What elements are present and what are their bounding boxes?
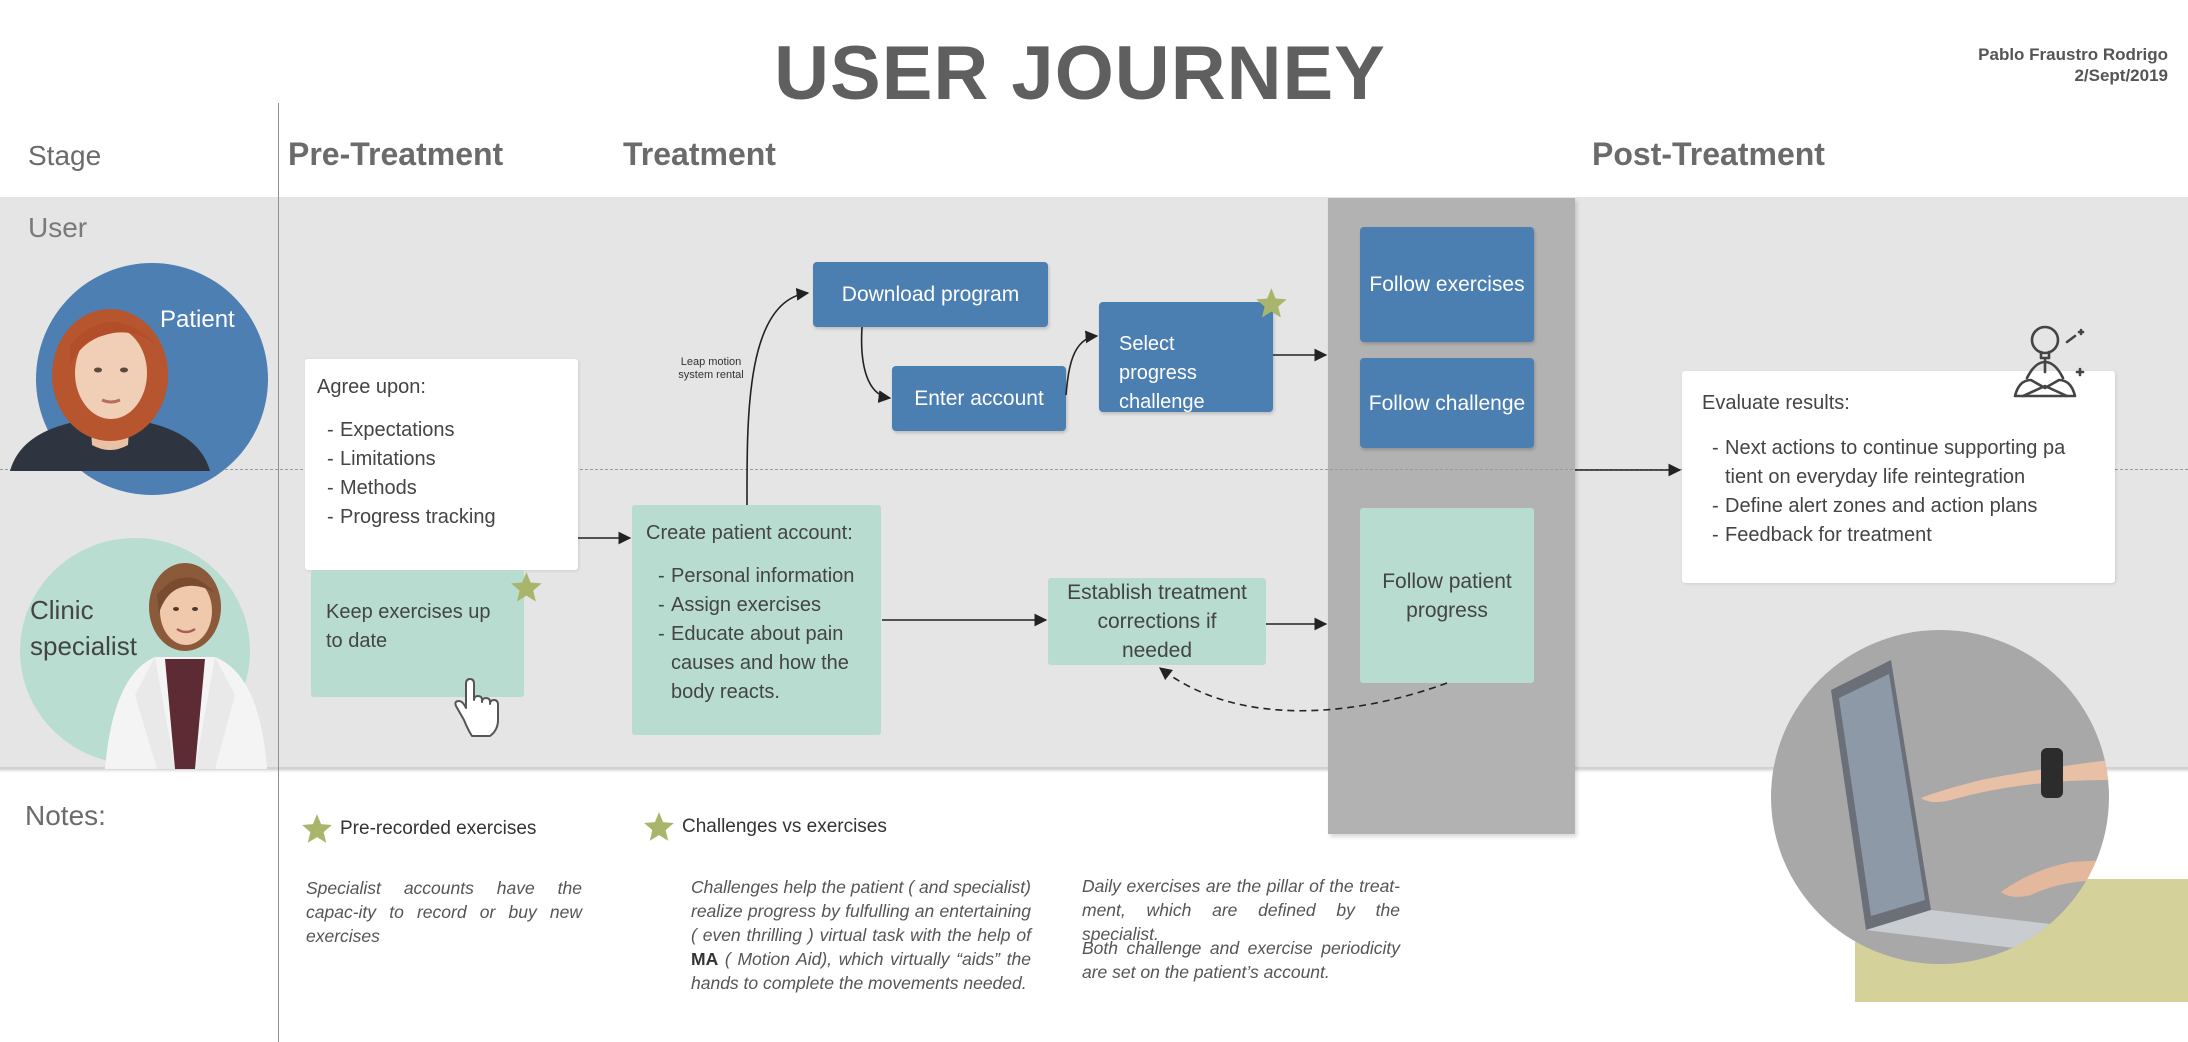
persona-divider [0,469,2188,470]
patient-name: Patient [160,306,235,333]
list-item: Progress tracking [327,503,566,532]
phase-treatment: Treatment [623,136,776,172]
download-program-box: Download program [813,262,1048,327]
notes-label: Notes: [25,800,106,831]
lane-shadow [0,767,2188,773]
list-item: Personal information [658,562,867,591]
star-icon [644,812,674,841]
note-challenges-text: Challenges help the patient ( and specia… [691,875,1031,995]
create-account-list: Personal information Assign exercises Ed… [658,562,867,707]
star-icon [511,572,542,602]
author-block: Pablo Fraustro Rodrigo 2/Sept/2019 [1978,44,2168,86]
note-prerecorded-heading: Pre-recorded exercises [300,812,536,846]
note-challenges-title: Challenges vs exercises [682,816,887,837]
note-prerecorded-text: Specialist accounts have the capac-ity t… [306,878,582,946]
evaluate-results-list: Next actions to continue supporting pa t… [1712,434,2095,550]
phase-post-treatment: Post-Treatment [1592,136,1825,172]
meditation-icon [2013,325,2085,398]
clinic-name: Clinic specialist [30,592,137,664]
list-item: Assign exercises [658,591,867,620]
agree-upon-list: Expectations Limitations Methods Progres… [327,416,566,532]
note-periodicity-text: Both challenge and exercise periodicity … [1082,938,1400,982]
list-item: Limitations [327,445,566,474]
note-prerecorded-title: Pre-recorded exercises [340,818,537,839]
list-item: Educate about pain causes and how the bo… [658,620,867,707]
keep-exercises-box: Keep exercises up to date [311,570,524,697]
arrow-enter-to-select [1065,330,1099,396]
establish-corrections-box: Establish treatment corrections if neede… [1048,578,1266,665]
evaluate-results-title: Evaluate results: [1702,392,1850,414]
hand-pointer-icon [454,678,499,737]
agree-upon-title: Agree upon: [317,376,426,398]
page-title: USER JOURNEY [774,31,1386,116]
leap-motion-label: Leap motion system rental [678,356,744,381]
author-date: 2/Sept/2019 [2074,66,2168,85]
note-challenges-heading: Challenges vs exercises [642,810,887,844]
follow-exercises-box: Follow exercises [1360,227,1534,342]
list-item: Methods [327,474,566,503]
follow-challenge-box: Follow challenge [1360,358,1534,448]
arrow-feedback-loop [1158,667,1448,712]
clinic-avatar [95,555,275,769]
stage-divider [278,103,279,1042]
create-account-box: Create patient account: Personal informa… [632,505,881,735]
laptop-photo [1771,630,2109,964]
list-item: Feedback for treatment [1712,521,2095,550]
note-daily-text: Daily exercises are the pillar of the tr… [1082,876,1400,944]
select-challenge-box: Select progress challenge [1099,302,1273,413]
list-item: Next actions to continue supporting pa t… [1712,434,2095,492]
stage-label: Stage [28,140,102,171]
author-name: Pablo Fraustro Rodrigo [1978,45,2168,64]
enter-account-box: Enter account [892,366,1066,431]
follow-patient-progress-box: Follow patient progress [1360,508,1534,683]
note-challenges-text-a: Challenges help the patient ( and specia… [691,877,1031,945]
note-challenges-text-b: ( Motion Aid), which virtually “aids” th… [691,949,1031,993]
list-item: Expectations [327,416,566,445]
star-icon [1256,288,1287,318]
clinic-name-line1: Clinic [30,595,94,625]
phase-pre-treatment: Pre-Treatment [288,136,504,172]
patient-avatar [10,295,210,471]
note-challenges-bold: MA [691,949,719,969]
evaluate-results-box: Evaluate results: Next actions to contin… [1682,371,2115,583]
list-item: Define alert zones and action plans [1712,492,2095,521]
create-account-title: Create patient account: [646,522,853,544]
arrow-create-to-download [746,287,810,506]
arrow-download-to-enter [860,326,892,403]
agree-upon-box: Agree upon: Expectations Limitations Met… [305,359,578,570]
clinic-name-line2: specialist [30,631,137,661]
star-icon [302,814,332,843]
user-label: User [28,212,88,243]
